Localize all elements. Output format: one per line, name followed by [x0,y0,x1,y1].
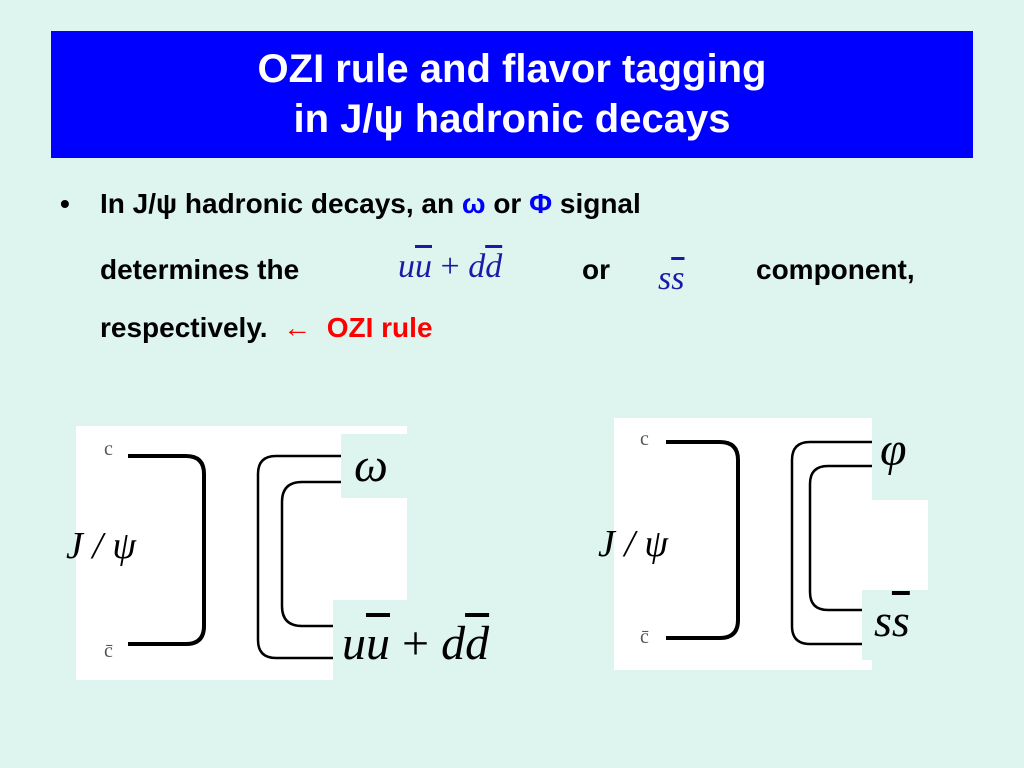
parent-jpsi: J / ψ [598,523,669,565]
content-uu-dd: uu + dd [342,617,490,670]
text-component: component, [756,254,915,285]
text-ozi-rule: OZI rule [326,312,433,343]
parent-jpsi: J / ψ [66,525,137,567]
diagram-phi: c c̄ J / ψ φ ss [598,418,930,670]
bullet-line-3: respectively. ← OZI rule [100,312,433,344]
bullet-icon: • [60,188,70,219]
quark-lines-right [666,440,872,646]
quark-c-top: c [104,438,113,460]
text-or-2: or [582,254,610,285]
diagram-omega: c c̄ J / ψ ω uu + dd [66,426,536,682]
quark-cbar-bottom: c̄ [104,640,113,662]
text-determines: determines the [100,254,300,285]
omega-symbol: ω [461,188,486,219]
quark-c-top: c [640,428,649,450]
meson-omega: ω [354,439,388,492]
phi-symbol: Φ [529,188,553,219]
slide-title: OZI rule and flavor tagging in J/ψ hadro… [51,31,973,158]
meson-phi: φ [880,423,907,476]
arrow-left-icon: ← [283,312,312,343]
formula-ss: ss [658,260,685,297]
bullet-line-1: In J/ψ hadronic decays, an ω or Φ signal [100,188,641,220]
formula-uu-dd: uu + dd [398,248,503,285]
quark-lines-left [128,454,341,660]
text-signal: signal [552,188,641,219]
title-line-2: in J/ψ hadronic decays [293,97,731,141]
title-line-1: OZI rule and flavor tagging [257,47,767,91]
bullet-line-2: determines the [100,254,299,286]
quark-cbar-bottom: c̄ [640,626,649,648]
text-intro: In J/ψ hadronic decays, an [100,188,462,219]
text-respectively: respectively. [100,312,268,343]
content-ss: ss [874,595,910,646]
text-or: or [485,188,530,219]
